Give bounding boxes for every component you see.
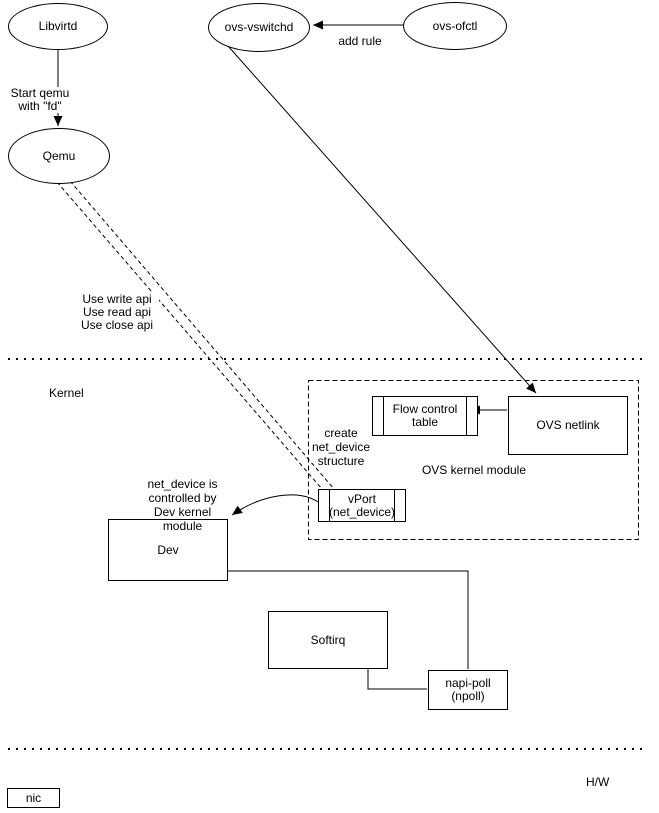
edge-qemu-vport-dashed-2 — [69, 180, 335, 490]
edge-label-start-qemu: Start qemu with "fd" — [6, 87, 74, 113]
node-vport: vPort (net_device) — [318, 489, 406, 522]
node-qemu-label: Qemu — [42, 148, 76, 163]
ovs-kernel-module-label: OVS kernel module — [421, 463, 527, 477]
node-softirq-label: Softirq — [310, 632, 346, 647]
node-napi-poll-label: napi-poll (npoll) — [445, 676, 491, 703]
node-nic: nic — [7, 788, 60, 808]
node-napi-poll: napi-poll (npoll) — [428, 670, 508, 710]
edge-softirq-napipoll — [367, 669, 427, 690]
edge-label-add-rule: add rule — [330, 35, 390, 48]
zone-label-kernel: Kernel — [49, 386, 84, 400]
node-softirq: Softirq — [268, 611, 388, 669]
node-ovs-netlink: OVS netlink — [508, 396, 628, 455]
edge-qemu-vport-dashed-1 — [56, 181, 323, 490]
node-dev: Dev — [108, 519, 228, 581]
node-ovs-ofctl: ovs-ofctl — [403, 2, 507, 50]
node-qemu: Qemu — [8, 128, 110, 184]
edge-dev-napipoll — [228, 570, 469, 669]
node-flow-control-table-label: Flow control table — [392, 402, 458, 429]
edge-vport-dev — [231, 494, 319, 516]
edge-vswitchd-netlink — [227, 45, 537, 394]
node-libvirtd-label: Libvirtd — [38, 19, 78, 33]
node-ovs-vswitchd-label: ovs-vswitchd — [224, 20, 294, 34]
node-ovs-vswitchd: ovs-vswitchd — [208, 3, 310, 52]
node-flow-control-table: Flow control table — [372, 396, 478, 436]
zone-label-hw: H/W — [586, 775, 610, 789]
node-ovs-ofctl-label: ovs-ofctl — [432, 18, 478, 33]
node-ovs-netlink-label: OVS netlink — [536, 418, 600, 432]
edge-label-use-api: Use write api Use read api Use close api — [75, 293, 159, 332]
node-dev-label: Dev — [157, 542, 179, 557]
node-nic-label: nic — [25, 790, 42, 805]
ovs-kernel-module-container — [308, 380, 639, 540]
edge-label-net-device-controlled: net_device is controlled by Dev kernel m… — [147, 477, 218, 533]
node-vport-label: vPort (net_device) — [328, 491, 396, 519]
node-libvirtd: Libvirtd — [8, 3, 108, 50]
edge-label-create-net-device: create net_device structure — [311, 426, 371, 468]
